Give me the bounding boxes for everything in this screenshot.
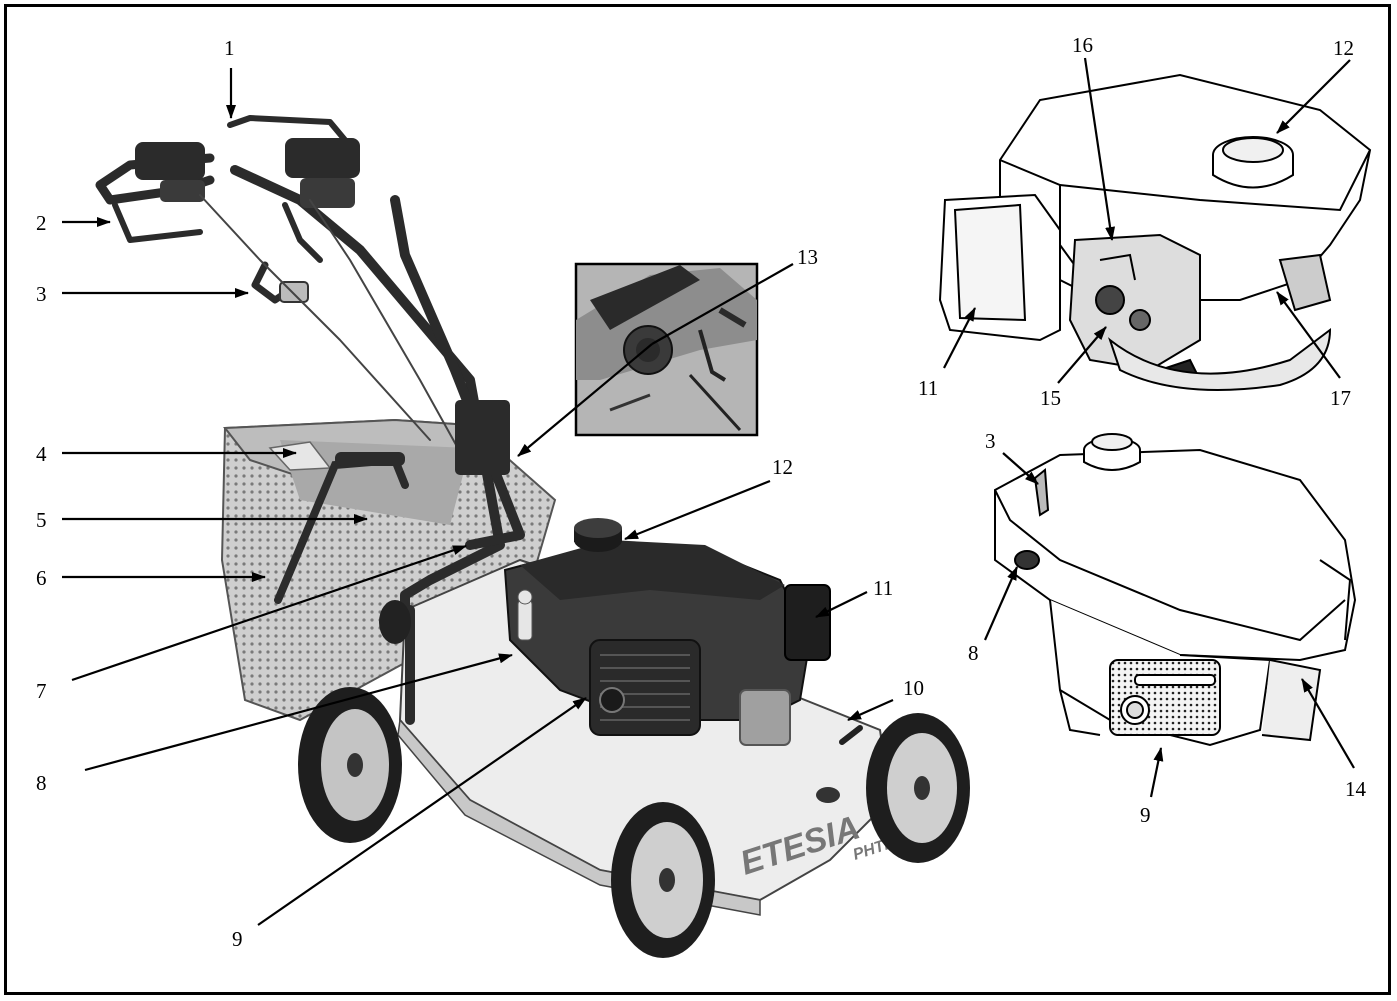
inset-detail xyxy=(574,262,759,437)
callout-13: 13 xyxy=(797,245,818,269)
callout-7: 7 xyxy=(36,679,47,703)
leader-lines xyxy=(62,57,1355,926)
callout-11: 11 xyxy=(873,576,893,600)
engine-body xyxy=(503,518,831,746)
callout-1: 1 xyxy=(224,36,235,60)
callout-8-bottom-engine: 8 xyxy=(968,641,979,665)
callout-17: 17 xyxy=(1330,386,1351,410)
front-wheel xyxy=(611,713,970,958)
callout-10: 10 xyxy=(903,676,924,700)
callout-9-bottom-engine: 9 xyxy=(1140,803,1151,827)
callout-3: 3 xyxy=(36,282,47,306)
callout-12-top-engine: 12 xyxy=(1333,36,1354,60)
callout-9: 9 xyxy=(232,927,243,951)
mower-photo: ETESIA PHTE3 xyxy=(95,115,970,958)
callout-14: 14 xyxy=(1345,777,1367,801)
engine-drawing-top xyxy=(938,73,1372,391)
callout-3-bottom-engine: 3 xyxy=(985,429,996,453)
callout-4: 4 xyxy=(36,442,47,466)
callout-16: 16 xyxy=(1072,33,1093,57)
callout-12: 12 xyxy=(772,455,793,479)
engine-drawing-bottom xyxy=(994,433,1357,747)
callout-6: 6 xyxy=(36,566,47,590)
callout-8: 8 xyxy=(36,771,47,795)
callout-2: 2 xyxy=(36,211,47,235)
callout-11-top-engine: 11 xyxy=(918,376,938,400)
callout-5: 5 xyxy=(36,508,47,532)
rear-wheel xyxy=(298,600,411,843)
handlebar xyxy=(95,115,525,725)
callout-15: 15 xyxy=(1040,386,1061,410)
callout-labels: 1 2 3 4 5 6 7 8 9 10 11 12 13 16 12 11 1… xyxy=(36,33,1367,951)
